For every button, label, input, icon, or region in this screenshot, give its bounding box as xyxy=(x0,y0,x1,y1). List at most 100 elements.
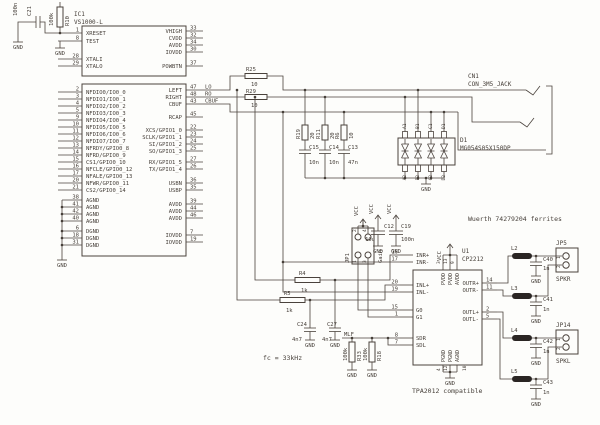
pin-number: 47 xyxy=(190,85,197,91)
pin-number: 42 xyxy=(72,209,79,215)
jp1-gain-jumper[interactable]: 2 4 1 3 JP1 Gain VCC xyxy=(345,206,400,318)
svg-text:10: 10 xyxy=(462,365,468,371)
net-ro: RO xyxy=(205,92,212,98)
pin-number: 16 xyxy=(72,164,79,170)
pin-number: 19 xyxy=(391,287,398,293)
pin-number: 8 xyxy=(395,333,398,339)
c27-value: 4n7 xyxy=(322,337,332,343)
pin-name: USBN xyxy=(169,181,182,187)
pin-name: TX/GPIO1_4 xyxy=(149,167,183,173)
pin-name: XRESET xyxy=(86,31,107,37)
c21-value: 100n xyxy=(13,3,19,16)
pin-number: 31 xyxy=(72,240,79,246)
pin-name: AGND xyxy=(86,198,99,204)
ic1-value: VS1000-L xyxy=(74,19,103,26)
svg-text:12: 12 xyxy=(443,365,449,371)
pin-number: 1 xyxy=(76,28,79,34)
d1-pad-labels: A1 B1 C1 D1 A2 B2 C2 D2 xyxy=(402,123,447,180)
vcc-arrow-icon xyxy=(359,218,367,227)
jp5-speaker-header[interactable]: JP5 1 2 SPKR xyxy=(555,240,579,283)
pin-name: NFALE/GPIO0_13 xyxy=(86,174,132,180)
l4-inductor xyxy=(512,335,532,341)
r29-value: 10 xyxy=(251,103,258,109)
pin-number: 27 xyxy=(190,157,197,163)
pin-name: NFDIO4/IO0_4 xyxy=(86,118,126,124)
pin-name: INR+ xyxy=(416,253,430,259)
pin-number: 40 xyxy=(72,216,79,222)
r25-value: 10 xyxy=(251,82,258,88)
cn1-value: CON_3M5_JACK xyxy=(468,81,512,88)
l3-inductor xyxy=(512,293,532,299)
l5-ref: L5 xyxy=(511,369,518,375)
r33-value: 100k xyxy=(343,347,349,361)
r25-resistor xyxy=(244,73,268,79)
pin-number: 19 xyxy=(190,237,197,243)
pin-number: 11 xyxy=(486,285,493,291)
c27-ref: C27 xyxy=(327,322,337,328)
r19-value: 20 xyxy=(310,132,316,139)
pin-name: NFRDY/GPIO0_8 xyxy=(86,146,129,152)
c41-value: 1n xyxy=(543,307,550,313)
jack-sleeve xyxy=(546,85,553,155)
pin-number: 43 xyxy=(190,99,197,105)
r11-resistor xyxy=(321,124,329,141)
svg-text:9: 9 xyxy=(450,261,456,264)
pin-name: SCLK/GPIO1_1 xyxy=(142,135,182,141)
pin-number: 23 xyxy=(190,132,197,138)
pin-number: 9 xyxy=(76,115,79,121)
net-cbuf: CBUF xyxy=(205,99,218,105)
pin-number: 25 xyxy=(190,146,197,152)
pin-number: 13 xyxy=(72,143,79,149)
vcc-arrow-icon xyxy=(392,214,400,223)
gnd-symbol xyxy=(420,179,432,194)
svg-text:2: 2 xyxy=(556,265,562,268)
r33-resistor xyxy=(348,341,356,363)
pin-name: INL- xyxy=(416,290,429,296)
svg-text:2: 2 xyxy=(556,347,562,350)
jp14-ref: JP14 xyxy=(556,322,571,329)
svg-text:1: 1 xyxy=(556,338,562,341)
pin-name: XTALI xyxy=(86,57,103,63)
d1-diodes xyxy=(401,139,449,165)
pin-number: 7 xyxy=(190,230,193,236)
svg-text:1: 1 xyxy=(352,260,358,263)
c43-value: 1n xyxy=(543,390,550,396)
svg-text:AVDD: AVDD xyxy=(455,273,461,285)
c24-value: 4n7 xyxy=(292,337,302,343)
pin-number: 3 xyxy=(76,94,79,100)
pin-number: 14 xyxy=(72,150,79,156)
c40-value: 1n xyxy=(543,266,550,272)
pin-number: 48 xyxy=(190,92,197,98)
c42-ref: C42 xyxy=(543,339,553,345)
pin-name: NFDIO7/IO0_7 xyxy=(86,139,126,145)
pin-name: IOVDD xyxy=(165,50,182,56)
pin-number: 15 xyxy=(72,157,79,163)
pin-name: NFRD/GPIO0_9 xyxy=(86,153,126,159)
r11-ref: R11 xyxy=(316,129,322,139)
vcc-arrow-icon xyxy=(446,243,454,252)
gnd-symbol xyxy=(304,335,316,350)
pin-name: INR- xyxy=(416,260,429,266)
l2-inductor xyxy=(512,253,532,259)
pin-name: NFDIO6/IO0_6 xyxy=(86,132,126,138)
pin-name: OUTL- xyxy=(462,317,479,323)
vcc-label: VCC xyxy=(387,204,393,214)
pin-name: AVDD xyxy=(169,216,182,222)
pin-number: 35 xyxy=(190,185,197,191)
shutdown-network: MLF 100k R33 100k R18 xyxy=(342,332,400,380)
pin-name: POWBTN xyxy=(162,64,182,70)
r6-value: 10 xyxy=(349,132,355,139)
svg-text:PGND: PGND xyxy=(441,350,447,362)
jp1-body xyxy=(351,227,375,265)
r6-resistor xyxy=(340,124,348,141)
pin-number: 10 xyxy=(72,122,79,128)
jp14-speaker-header[interactable]: JP14 1 2 SPKL xyxy=(555,322,579,365)
r6-ref: R6 xyxy=(335,132,341,139)
